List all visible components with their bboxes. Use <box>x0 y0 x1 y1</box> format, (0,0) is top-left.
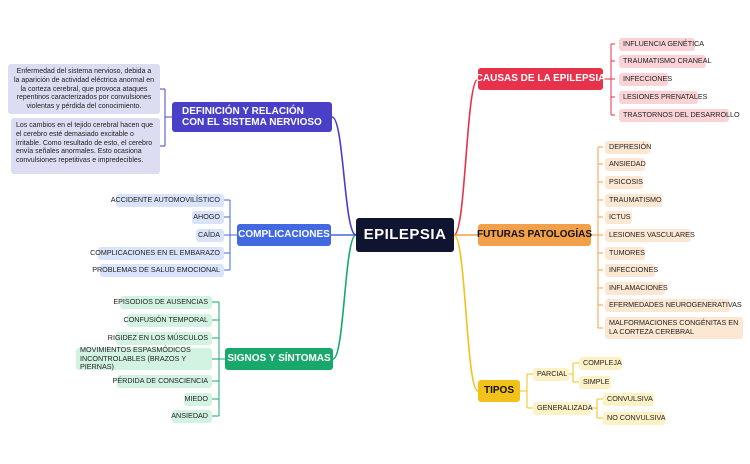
tipos-generalizada[interactable]: GENERALIZADA <box>533 402 593 415</box>
signos-item[interactable]: MOVIMIENTOS ESPASMÓDICOS INCONTROLABLES … <box>76 345 212 371</box>
futuras-item[interactable]: TRAUMATISMO <box>605 194 662 207</box>
signos-item[interactable]: EPISODIOS DE AUSENCIAS <box>113 296 212 309</box>
link-tipos <box>453 234 479 392</box>
tipos-parcial-item[interactable]: SIMPLE <box>579 376 611 389</box>
causas-item[interactable]: INFLUENCIA GENÉTICA <box>619 38 704 51</box>
futuras-item[interactable]: TUMORES <box>605 247 645 260</box>
tipos-generalizada-item[interactable]: NO CONVULSIVA <box>603 412 666 425</box>
tipos-parcial[interactable]: PARCIAL <box>533 368 569 381</box>
branch-causas[interactable]: CAUSAS DE LA EPILEPSIA <box>476 68 605 90</box>
complicaciones-item[interactable]: PROBLEMAS DE SALUD EMOCIONAL <box>92 264 224 277</box>
link-causas <box>453 78 479 236</box>
causas-item[interactable]: TRASTORNOS DEL DESARROLLO <box>619 109 740 122</box>
branch-definicion[interactable]: DEFINICIÓN Y RELACIÓN CON EL SISTEMA NER… <box>172 102 332 132</box>
causas-item[interactable]: INFECCIONES <box>619 73 672 86</box>
branch-complicaciones[interactable]: COMPLICACIONES <box>237 224 331 246</box>
futuras-item[interactable]: EFERMEDADES NEUROGENERATIVAS <box>605 299 742 312</box>
futuras-item[interactable]: DEPRESIÓN <box>605 141 651 154</box>
root-node-epilepsia[interactable]: EPILEPSIA <box>356 218 454 252</box>
complicaciones-item[interactable]: AHOGO <box>192 211 224 224</box>
futuras-item[interactable]: INFECCIONES <box>605 264 658 277</box>
futuras-item[interactable]: MALFORMACIONES CONGÉNITAS EN LA CORTEZA … <box>605 317 743 339</box>
signos-item[interactable]: MIEDO <box>184 393 212 406</box>
link-definicion <box>331 116 357 236</box>
branch-signos-sintomas[interactable]: SIGNOS Y SÍNTOMAS <box>225 348 333 370</box>
tipos-parcial-item[interactable]: COMPLEJA <box>579 357 622 370</box>
tipos-generalizada-item[interactable]: CONVULSIVA <box>603 393 654 406</box>
futuras-item[interactable]: ICTUS <box>605 211 632 224</box>
definition-text-2: Los cambios en el tejido cerebral hacen … <box>11 118 160 174</box>
branch-definicion-label: DEFINICIÓN Y RELACIÓN CON EL SISTEMA NER… <box>182 105 322 129</box>
complicaciones-item[interactable]: ACCIDENTE AUTOMOVILÍSTICO <box>111 194 224 207</box>
complicaciones-item[interactable]: CAÍDA <box>196 229 224 242</box>
definition-text-1: Enfermedad del sistema nervioso, debida … <box>8 64 160 114</box>
branch-futuras-patologias[interactable]: FUTURAS PATOLOGÍAS <box>477 224 592 246</box>
futuras-item[interactable]: INFLAMACIONES <box>605 282 668 295</box>
signos-item[interactable]: ANSIEDAD <box>171 410 212 423</box>
futuras-item[interactable]: PSICOSIS <box>605 176 643 189</box>
signos-item[interactable]: CONFUSIÓN TEMPORAL <box>123 314 212 327</box>
futuras-item[interactable]: LESIONES VASCULARES <box>605 229 695 242</box>
causas-item[interactable]: TRAUMATISMO CRANEAL <box>619 55 712 68</box>
signos-item[interactable]: PÉRDIDA DE CONSCIENCIA <box>113 375 212 388</box>
causas-item[interactable]: LESIONES PRENATALES <box>619 91 707 104</box>
futuras-item[interactable]: ANSIEDAD <box>605 158 646 171</box>
link-signos <box>332 234 357 360</box>
branch-tipos[interactable]: TIPOS <box>478 380 520 402</box>
complicaciones-item[interactable]: COMPLICACIONES EN EL EMBARAZO <box>90 247 224 260</box>
signos-item[interactable]: RIGIDEZ EN LOS MÚSCULOS <box>108 332 212 345</box>
